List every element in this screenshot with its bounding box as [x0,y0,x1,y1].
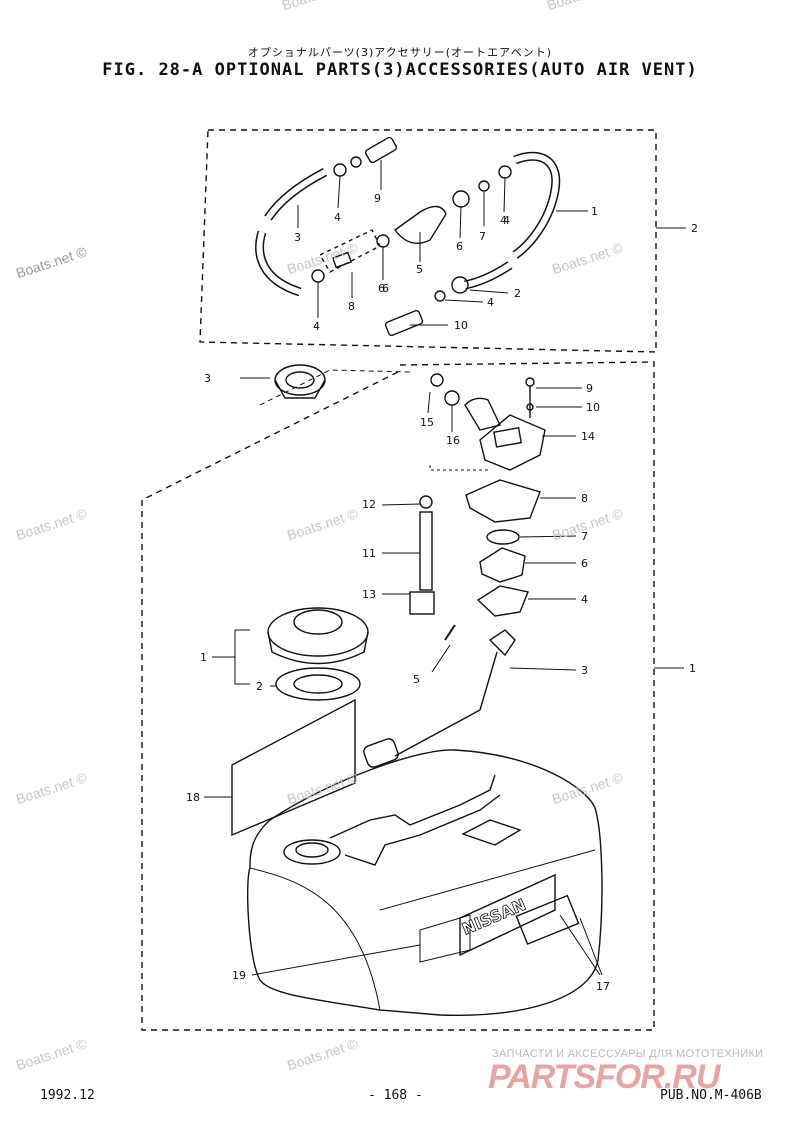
footer-date: 1992.12 [40,1088,95,1103]
hose-kit-boundary [199,129,657,353]
cap-gasket-2 [275,667,361,701]
vent-assembly [430,373,546,471]
sponsor-brand[interactable]: PARTSFOR.RU [488,1058,720,1096]
filter-basket [240,364,413,406]
nut-bottom-right [451,276,469,294]
callout: 3 [294,231,301,244]
nut-top-right [452,190,470,208]
fitting-13 [409,591,435,615]
clamp-bottom-left [311,269,325,283]
callout: 13 [362,588,376,601]
callout: 6 [456,240,463,253]
callout: 10 [454,319,468,332]
tank-kit-boundary [141,361,655,1031]
connector-10 [384,309,424,337]
fitting-top-left [350,156,362,168]
callout: 16 [446,434,460,447]
callout: 3 [204,372,211,385]
callout: 12 [362,498,376,511]
callout: 9 [586,382,593,395]
tank-callouts: 3 9 10 15 16 14 8 12 7 11 6 13 4 1 2 5 3… [186,372,696,993]
tank-leaders [204,387,684,976]
float-arm-3 [488,629,516,657]
callout: 5 [416,263,423,276]
callout: 4 [313,320,320,333]
clamp-top-right [498,165,512,179]
screw-5 [444,624,456,641]
callout: 6 [378,282,385,295]
footer-pub: PUB.NO.M-406B [660,1088,762,1103]
footer-page: - 168 - [368,1088,423,1103]
tank-cap [267,607,369,665]
connector-9 [364,136,398,164]
clamp-top-left [333,163,347,177]
callout: 10 [586,401,600,414]
callout: 4 [487,296,494,309]
oring-7 [486,529,520,545]
callout: 18 [186,791,200,804]
japanese-title: オプショナルパーツ(3)アクセサリー(オートエアベント) [247,46,553,59]
callout: 14 [581,430,595,443]
decal-19 [419,914,471,963]
callout: 2 [691,222,698,235]
callout: 19 [232,969,246,982]
callout: 8 [348,300,355,313]
callout: 1 [591,205,598,218]
callout: 1 [689,662,696,675]
callout: 4 [334,211,341,224]
callout: 8 [581,492,588,505]
hose-kit-leaders [297,160,686,326]
float [363,738,399,768]
callout: 2 [514,287,521,300]
callout: 6 [382,282,389,295]
valve-box-8 [319,229,381,273]
callout: 3 [581,664,588,677]
figure-title: FIG. 28-A OPTIONAL PARTS(3)ACCESSORIES(A… [102,60,698,80]
tube-11 [419,511,433,591]
plate-4 [476,585,529,617]
callout: 6 [581,557,588,570]
callout: 17 [596,980,610,993]
hose-kit-callouts: 9 4 3 4 7 6 4 1 2 6 5 8 6 4 2 4 10 [294,192,698,333]
callout: 5 [413,673,420,686]
valve-8 [331,251,353,269]
sponsor-tagline: ЗАПЧАСТИ И АКСЕССУАРЫ ДЛЯ МОТОТЕХНИКИ [492,1048,764,1060]
callout: 7 [479,230,486,243]
callout: 15 [420,416,434,429]
fuel-tank-body [247,749,603,1017]
cap-12 [419,495,433,509]
callout: 1 [200,651,207,664]
warning-decal-17 [515,894,580,945]
primer-bulb [394,205,447,244]
label-sheet-18 [231,698,356,837]
callout: 11 [362,547,376,560]
nissan-plate [459,873,556,957]
gasket-8 [465,479,541,523]
callout: 9 [374,192,381,205]
base-6 [479,547,526,583]
tank-brand-label: NISSAN [459,895,529,939]
oring-top-right [478,180,490,192]
clamp-bottom-mid [434,290,446,302]
callout: 7 [581,530,588,543]
hose-left [255,168,328,297]
oring-mid [376,234,390,248]
callout: 2 [256,680,263,693]
callout: 4 [581,593,588,606]
hose-right [464,151,561,290]
callout: 4 [503,214,510,227]
callout: 4 [500,214,507,227]
